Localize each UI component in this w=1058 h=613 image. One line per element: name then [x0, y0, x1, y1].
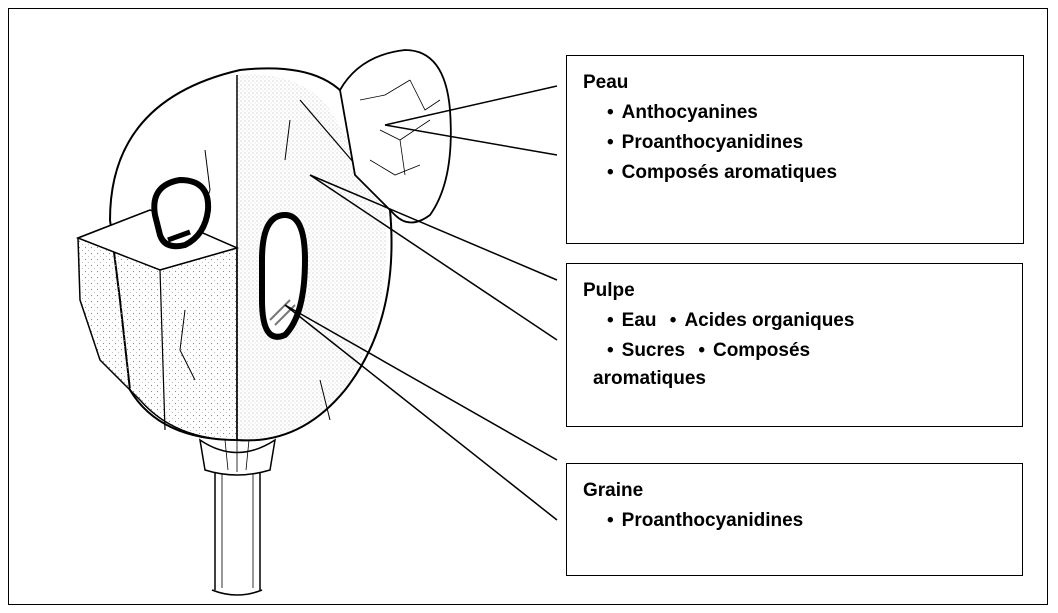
pulp-line-3: aromatiques: [583, 364, 1006, 394]
seed-title: Graine: [583, 476, 1006, 506]
stem: [200, 438, 275, 595]
berry-body: [78, 68, 392, 440]
skin-label-box: Peau Anthocyanines Proanthocyanidines Co…: [566, 55, 1024, 244]
pulp-label-box: Pulpe Eau Acides organiques Sucres Compo…: [566, 263, 1023, 427]
list-item: Composés aromatiques: [607, 158, 1007, 188]
list-item: Anthocyanines: [607, 98, 1007, 128]
skin-title: Peau: [583, 68, 1007, 98]
list-item: Proanthocyanidines: [607, 128, 1007, 158]
list-item: Proanthocyanidines: [607, 506, 1006, 536]
skin-compound-list: Anthocyanines Proanthocyanidines Composé…: [583, 98, 1007, 188]
list-item: Eau: [607, 310, 657, 331]
pulp-line-2: Sucres Composés: [583, 336, 1006, 366]
seed-label-box: Graine Proanthocyanidines: [566, 463, 1023, 576]
list-item: Acides organiques: [670, 310, 855, 331]
pulp-line-1: Eau Acides organiques: [583, 306, 1006, 336]
list-item: Sucres: [607, 340, 685, 361]
pulp-title: Pulpe: [583, 276, 1006, 306]
list-item: Composés: [698, 340, 810, 361]
seed-compound-list: Proanthocyanidines: [583, 506, 1006, 536]
